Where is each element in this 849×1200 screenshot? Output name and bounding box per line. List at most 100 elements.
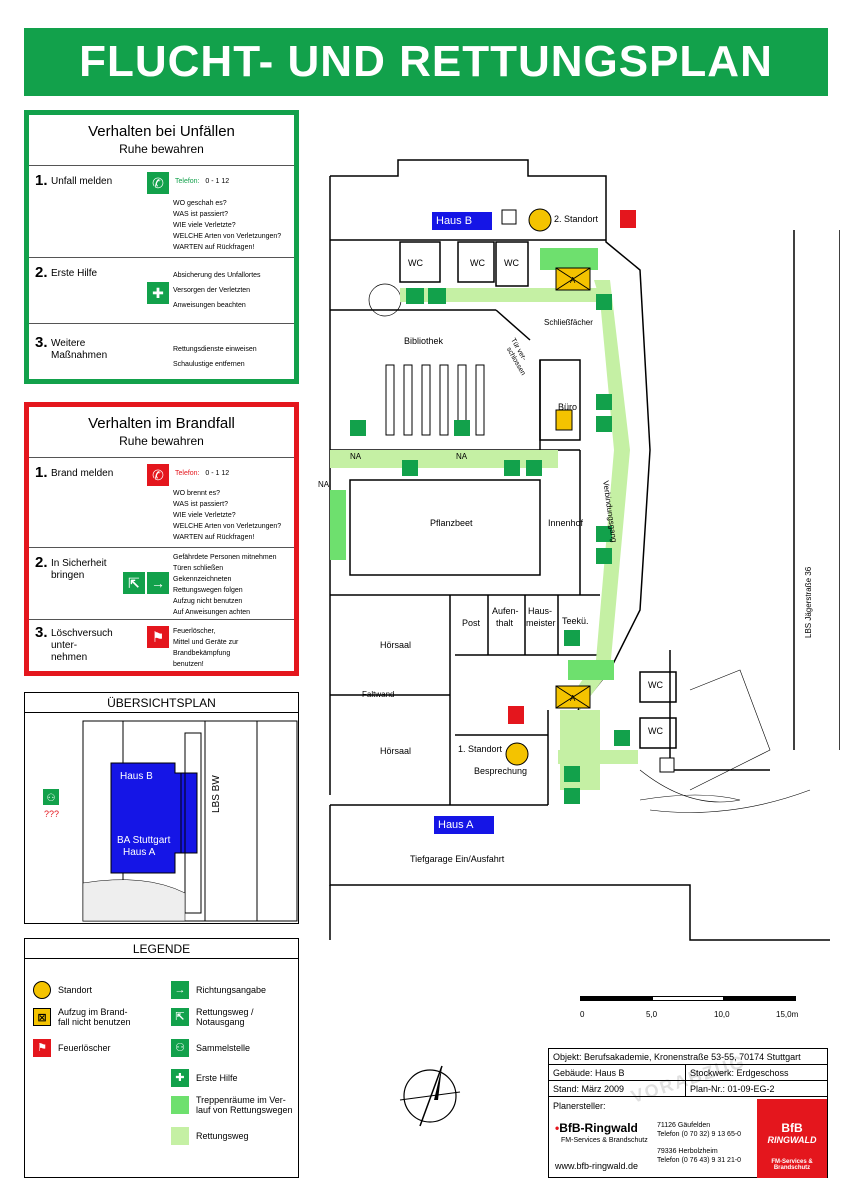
assembly-point-icon: ⚇ (171, 1039, 189, 1057)
legend: LEGENDE Standort ⊠ Aufzug im Brand- fall… (24, 938, 299, 1178)
step-number: 2. (35, 264, 48, 281)
floor-plan: Haus B Haus A 2. Standort 1. Standort WC… (310, 150, 840, 990)
accident-title: Verhalten bei Unfällen (88, 123, 235, 140)
wc-label: WC (648, 680, 663, 690)
fire-step-2: 2. In Sicherheit bringen ⇱ → Gefährdete … (29, 547, 294, 619)
step-number: 1. (35, 172, 48, 189)
company-logo: BfB RINGWALD FM-Services & Brandschutz (757, 1099, 827, 1178)
room-kitchen: Teekü. (562, 616, 589, 626)
wc-label: WC (470, 258, 485, 268)
step-label: Unfall melden (51, 176, 113, 187)
date-field: Stand: März 2009 (553, 1084, 625, 1094)
plant-bed-label: Pflanzbeet (430, 518, 473, 528)
legend-item-exit: ⇱ Rettungsweg / Notausgang (171, 1007, 254, 1027)
room-post: Post (462, 618, 481, 628)
overview-street-label: LBS BW (211, 775, 222, 813)
scale-label: 15,0m (776, 1010, 799, 1019)
accident-step-1: 1. Unfall melden ✆ Telefon: 0 - 1 12 WO … (29, 165, 294, 257)
overview-plan: ÜBERSICHTSPLAN ⚇ Haus B BA Stuttgart Hau… (24, 692, 299, 924)
overview-haus-b-label: Haus B (120, 771, 153, 782)
location-1-label: 1. Standort (458, 744, 503, 754)
legend-item-assembly: ⚇ Sammelstelle (171, 1039, 250, 1057)
emergency-exit-icon: ⇱ (171, 1008, 189, 1026)
wc-label: WC (504, 258, 519, 268)
legend-item-standort: Standort (33, 981, 92, 999)
room-lecture-hall: Hörsaal (380, 640, 412, 650)
north-arrow-icon (399, 1065, 461, 1127)
step-label: Brand melden (51, 468, 114, 479)
company-website: www.bfb-ringwald.de (555, 1161, 639, 1171)
legend-item-extinguisher: ⚑ Feuerlöscher (33, 1039, 111, 1057)
room-caretaker: meister (526, 618, 556, 628)
step-label: In Sicherheit bringen (51, 558, 107, 581)
object-field: Objekt: Berufsakademie, Kronenstraße 53-… (549, 1049, 827, 1065)
stairwell-swatch (171, 1096, 189, 1114)
fire-step-3: 3. Löschversuch unter- nehmen ⚑ Feuerlös… (29, 619, 294, 671)
overview-title: ÜBERSICHTSPLAN (25, 693, 298, 713)
fire-subtitle: Ruhe bewahren (119, 434, 204, 448)
emergency-exit-icon: ⇱ (123, 572, 145, 594)
step-number: 2. (35, 554, 48, 571)
elevator-label: A (570, 276, 576, 285)
assembly-point-label: ??? (44, 809, 60, 819)
room-lockers: Schließfächer (544, 318, 593, 327)
overview-map: ⚇ (43, 720, 298, 922)
legend-item-direction: → Richtungsangabe (171, 981, 266, 999)
legend-item-first-aid: ✚ Erste Hilfe (171, 1069, 238, 1087)
elevator-icon: ⊠ (33, 1008, 51, 1026)
fire-step-1: 1. Brand melden ✆ Telefon: 0 - 1 12 WO b… (29, 457, 294, 547)
step-lines: WO brennt es?WAS ist passiert?WIE viele … (173, 490, 282, 541)
phone-icon: ✆ (147, 172, 169, 194)
legend-item-stairs: Treppenräume im Ver- lauf von Rettungswe… (171, 1095, 293, 1115)
fire-extinguisher-icon: ⚑ (33, 1039, 51, 1057)
arrow-right-icon: → (171, 981, 189, 999)
accident-step-2: 2. Erste Hilfe ✚ Absicherung des Unfallo… (29, 257, 294, 323)
location-2-label: 2. Standort (554, 214, 599, 224)
overview-haus-a-label: Haus A (123, 847, 156, 858)
step-label: Erste Hilfe (51, 268, 98, 279)
step-number: 3. (35, 334, 48, 351)
plan-number-field: Plan-Nr.: 01-09-EG-2 (685, 1081, 775, 1097)
wc-label: WC (648, 726, 663, 736)
accident-subtitle: Ruhe bewahren (119, 142, 204, 156)
plan-haus-b-label: Haus B (436, 215, 473, 227)
legend-title: LEGENDE (25, 939, 298, 959)
scale-segment (580, 996, 652, 1001)
elevator-label: A (570, 694, 576, 703)
fire-box: Verhalten im Brandfall Ruhe bewahren 1. … (24, 402, 299, 676)
garage-label: Tiefgarage Ein/Ausfahrt (410, 854, 505, 864)
accident-box: Verhalten bei Unfällen Ruhe bewahren 1. … (24, 110, 299, 384)
room-lounge: thalt (496, 618, 514, 628)
step-label: Weitere Maßnahmen (51, 338, 108, 361)
scale-label: 0 (580, 1010, 585, 1019)
emergency-exit-label: NA (456, 452, 468, 461)
first-aid-icon: ✚ (147, 282, 169, 304)
step-number: 3. (35, 624, 48, 641)
room-office: Büro (558, 402, 578, 412)
scale-segment (652, 996, 724, 1001)
building-row: Gebäude: Haus B Stockwerk: Erdgeschoss (549, 1065, 827, 1081)
accident-step-3: 3. Weitere Maßnahmen Rettungsdienste ein… (29, 323, 294, 379)
fire-title: Verhalten im Brandfall (88, 415, 235, 432)
plan-haus-a-label: Haus A (438, 819, 474, 831)
floor-plan-drawing (329, 159, 840, 941)
location-icon (33, 981, 51, 999)
escape-route-swatch (171, 1127, 189, 1145)
arrow-right-icon: → (147, 572, 169, 594)
date-row: Stand: März 2009 Plan-Nr.: 01-09-EG-2 (549, 1081, 827, 1097)
title-block: Objekt: Berufsakademie, Kronenstraße 53-… (548, 1048, 828, 1178)
phone-line: Telefon: 0 - 1 12 (175, 470, 230, 477)
step-number: 1. (35, 464, 48, 481)
wc-label: WC (408, 258, 423, 268)
emergency-exit-label: NA (318, 480, 330, 489)
emergency-exit-label: NA (350, 452, 362, 461)
scale-label: 5,0 (646, 1010, 658, 1019)
floor-field: Stockwerk: Erdgeschoss (685, 1065, 789, 1081)
fire-extinguisher-icon: ⚑ (147, 626, 169, 648)
legend-item-elevator: ⊠ Aufzug im Brand- fall nicht benutzen (33, 1007, 131, 1027)
